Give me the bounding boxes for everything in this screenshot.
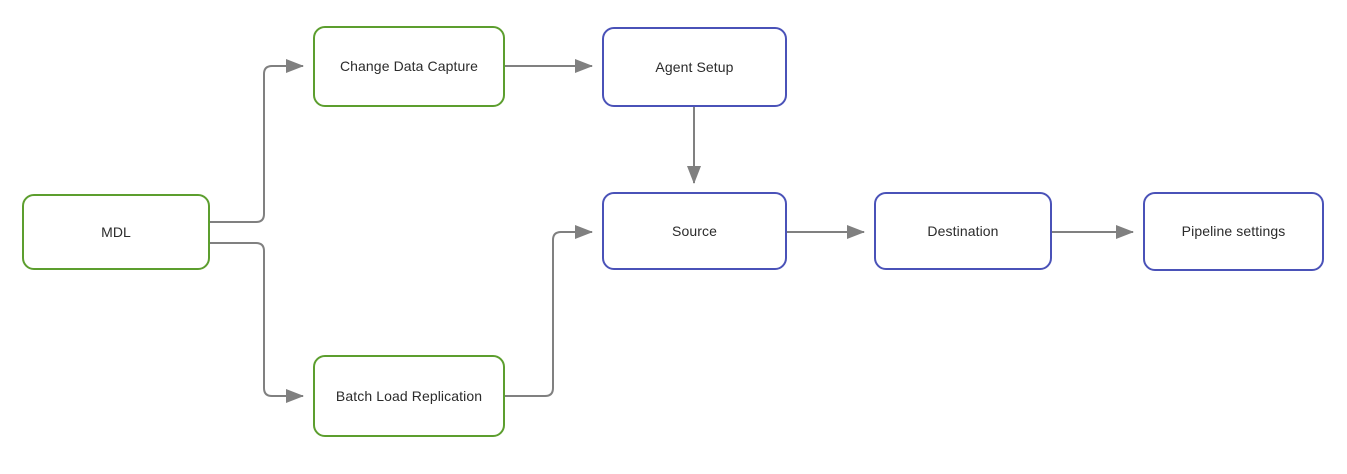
- node-mdl-label: MDL: [101, 223, 131, 240]
- node-destination[interactable]: Destination: [874, 192, 1052, 270]
- node-source-label: Source: [672, 222, 717, 239]
- node-destination-label: Destination: [927, 222, 999, 239]
- edge-mdl-to-change-data-capture: [210, 59, 304, 223]
- edge-mdl-to-batch-load-replication: [210, 242, 304, 403]
- node-change-data-capture-label: Change Data Capture: [339, 58, 479, 75]
- node-mdl[interactable]: MDL: [22, 194, 210, 270]
- edge-batch-load-replication-to-source: [505, 225, 593, 397]
- node-pipeline-settings[interactable]: Pipeline settings: [1143, 192, 1324, 271]
- node-pipeline-settings-label: Pipeline settings: [1181, 223, 1286, 240]
- node-agent-setup-label: Agent Setup: [655, 58, 734, 75]
- node-batch-load-replication-label: Batch Load Replication: [335, 387, 483, 404]
- node-source[interactable]: Source: [602, 192, 787, 270]
- node-batch-load-replication[interactable]: Batch Load Replication: [313, 355, 505, 437]
- node-agent-setup[interactable]: Agent Setup: [602, 27, 787, 107]
- node-change-data-capture[interactable]: Change Data Capture: [313, 26, 505, 107]
